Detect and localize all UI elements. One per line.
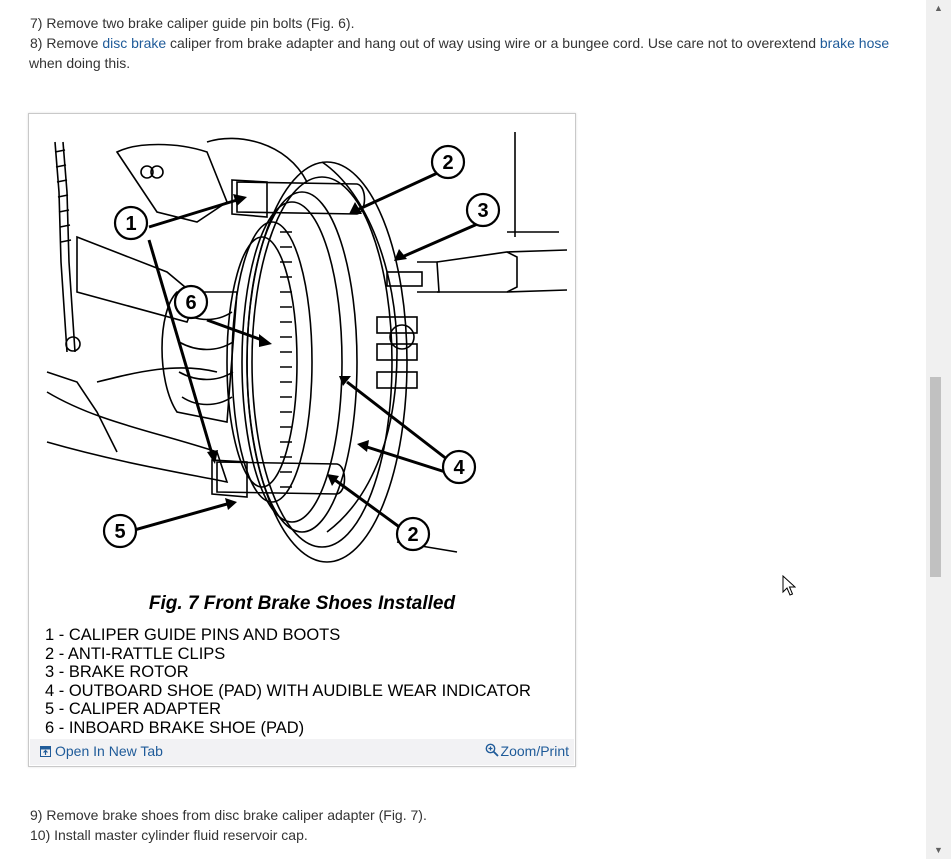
zoom-in-icon (485, 743, 499, 757)
legend-item: 5 - CALIPER ADAPTER (45, 700, 222, 718)
open-new-tab-icon (40, 746, 51, 757)
zoom-print-label[interactable]: Zoom/Print (500, 743, 569, 759)
step-8-text-middle: caliper from brake adapter and hang out … (166, 35, 820, 51)
step-9: 9) Remove brake shoes from disc brake ca… (30, 807, 427, 823)
step-10: 10) Install master cylinder fluid reserv… (30, 827, 308, 843)
callout-2-bottom: 2 (407, 524, 418, 546)
callout-2-top: 2 (442, 152, 453, 174)
callout-6: 6 (185, 292, 196, 314)
scroll-down-arrow-icon[interactable]: ▼ (934, 845, 943, 855)
scrollbar-thumb[interactable] (930, 377, 941, 577)
step-8-text-start: 8) Remove (30, 35, 103, 51)
figure-caption: Fig. 7 Front Brake Shoes Installed (148, 593, 456, 614)
callout-5: 5 (114, 521, 125, 543)
legend-item: 2 - ANTI-RATTLE CLIPS (45, 644, 226, 663)
scroll-up-arrow-icon[interactable]: ▲ (934, 3, 943, 13)
zoom-print-button[interactable]: Zoom/Print (485, 743, 569, 759)
callout-1: 1 (125, 213, 136, 235)
figure-legend: 1 - CALIPER GUIDE PINS AND BOOTS 2 - ANT… (45, 626, 531, 737)
legend-item: 3 - BRAKE ROTOR (45, 663, 189, 681)
step-8-continuation: when doing this. (29, 55, 131, 71)
mouse-pointer-icon (782, 575, 796, 596)
open-new-tab-button[interactable]: Open In New Tab (40, 743, 163, 759)
legend-item: 6 - INBOARD BRAKE SHOE (PAD) (45, 718, 305, 737)
figure-toolbar: Open In New Tab Zoom/Print (30, 739, 574, 765)
brake-hose-link[interactable]: brake hose (819, 35, 890, 51)
step-7: 7) Remove two brake caliper guide pin bo… (30, 15, 355, 31)
callout-4: 4 (453, 457, 465, 479)
brake-assembly-diagram[interactable]: 1 2 3 6 4 5 2 (37, 122, 567, 597)
article-content: 7) Remove two brake caliper guide pin bo… (28, 15, 889, 843)
disc-brake-link[interactable]: disc brake (102, 35, 167, 51)
open-new-tab-label[interactable]: Open In New Tab (55, 743, 163, 759)
legend-item: 1 - CALIPER GUIDE PINS AND BOOTS (45, 626, 341, 644)
callout-3: 3 (477, 200, 488, 222)
vertical-scrollbar[interactable]: ▲ ▼ (926, 0, 951, 859)
step-8: 8) Remove disc brake caliper from brake … (30, 33, 889, 53)
legend-item: 4 - OUTBOARD SHOE (PAD) WITH AUDIBLE WEA… (45, 681, 531, 700)
figure-7-panel: 1 2 3 6 4 5 2 Fig. 7 Front Brake Shoes I… (28, 113, 576, 767)
